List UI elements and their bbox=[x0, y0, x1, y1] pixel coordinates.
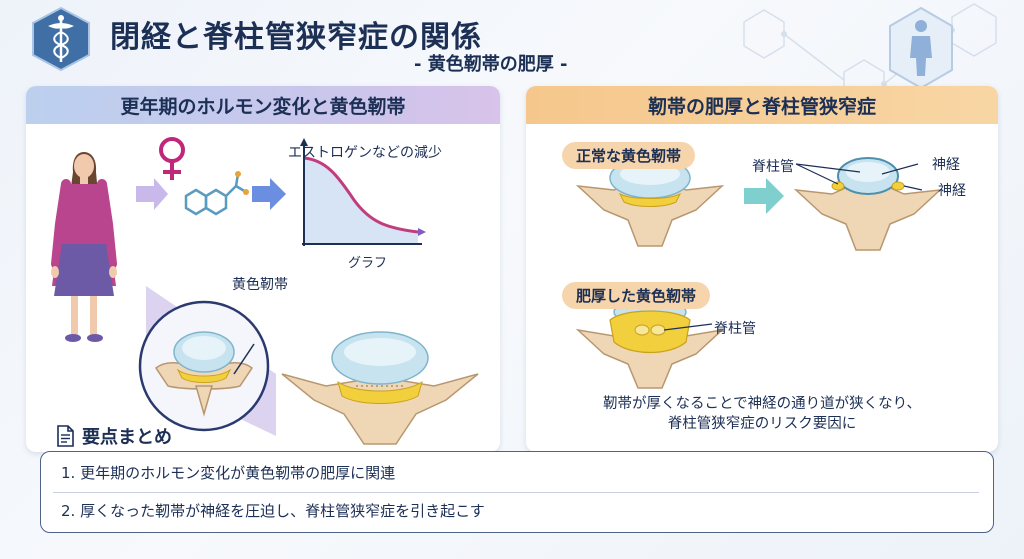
vertebra-small bbox=[154, 331, 254, 417]
vertebra-large bbox=[281, 331, 479, 445]
ligament-pointer bbox=[233, 343, 255, 375]
vertebra-normal bbox=[575, 157, 725, 247]
hormone-panel: 更年期のホルモン変化と黄色靭帯 bbox=[26, 86, 500, 452]
nerve-label-upper: 神経 bbox=[932, 157, 960, 173]
arrow-to-graph bbox=[252, 178, 286, 210]
document-icon bbox=[57, 425, 74, 447]
summary-box: 1. 更年期のホルモン変化が黄色靭帯の肥厚に関連 2. 厚くなった靭帯が神経を圧… bbox=[40, 451, 994, 533]
thickened-ligament-pill: 肥厚した黄色靭帯 bbox=[562, 282, 711, 309]
female-symbol-icon bbox=[159, 137, 185, 180]
woman-figure bbox=[51, 152, 117, 342]
summary-divider bbox=[53, 492, 979, 493]
normal-ligament-pill: 正常な黄色靭帯 bbox=[562, 142, 696, 169]
molecule-icon bbox=[184, 171, 249, 216]
page-title: 閉経と脊柱管狭窄症の関係 bbox=[110, 20, 482, 55]
ligament-label: 黄色靭帯 bbox=[232, 277, 288, 293]
caption-line-1: 靭帯が厚くなることで神経の通り道が狭くなり、 bbox=[603, 396, 921, 412]
thickening-panel: 靭帯の肥厚と脊柱管狭窄症 bbox=[526, 86, 998, 452]
caption-line-2: 脊柱管狭窄症のリスク要因に bbox=[667, 416, 857, 432]
caduceus-icon bbox=[32, 6, 90, 72]
vertebra-thickened bbox=[575, 299, 725, 389]
human-body-icon bbox=[889, 6, 953, 90]
canal-label-thickened: 脊柱管 bbox=[714, 321, 756, 337]
graph-title: エストロゲンなどの減少 bbox=[288, 145, 442, 161]
summary-item-2: 2. 厚くなった靭帯が神経を圧迫し、脊柱管狭窄症を引き起こす bbox=[61, 502, 485, 520]
hormone-panel-title: 更年期のホルモン変化と黄色靭帯 bbox=[26, 86, 500, 124]
arrow-normal-to-detail bbox=[744, 178, 784, 214]
graph-axis-label: グラフ bbox=[348, 256, 388, 271]
canal-label: 脊柱管 bbox=[752, 159, 794, 175]
summary-heading-text: 要点まとめ bbox=[82, 427, 172, 448]
nerve-label-lower: 神経 bbox=[938, 183, 966, 199]
vertebra-detail bbox=[793, 157, 943, 251]
summary-heading: 要点まとめ bbox=[56, 423, 172, 449]
page-subtitle: - 黄色靭帯の肥厚 - bbox=[414, 54, 568, 75]
estrogen-graph bbox=[300, 138, 426, 246]
thickening-panel-title: 靭帯の肥厚と脊柱管狭窄症 bbox=[526, 86, 998, 124]
arrow-to-molecule bbox=[136, 178, 168, 210]
summary-item-1: 1. 更年期のホルモン変化が黄色靭帯の肥厚に関連 bbox=[61, 464, 396, 482]
